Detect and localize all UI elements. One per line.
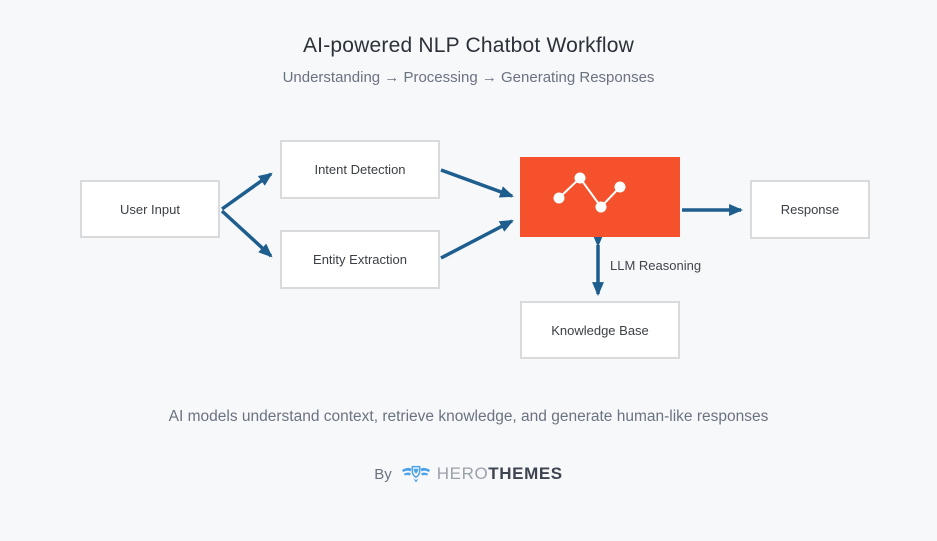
node-llm-processor [520,157,680,237]
herothemes-wordmark: HEROTHEMES [437,464,563,484]
node-intent-detection-label: Intent Detection [314,162,406,177]
edge-label-llm-reasoning: LLM Reasoning [610,258,702,273]
herothemes-wings-logo-icon [401,465,430,483]
page-subtitle: Understanding → Processing → Generating … [282,69,655,86]
node-entity-extraction-label: Entity Extraction [313,252,407,267]
page-title: AI-powered NLP Chatbot Workflow [302,34,635,57]
node-response: Response [750,180,870,239]
node-entity-extraction: Entity Extraction [280,230,440,289]
node-user-input-label: User Input [120,201,180,217]
caption-text: AI models understand context, retrieve k… [168,408,769,425]
footer-by-label: By [374,465,392,483]
node-response-label: Response [780,202,840,217]
node-user-input: User Input [80,180,220,238]
footer-attribution: By HEROTHEMES [0,462,937,486]
node-intent-detection: Intent Detection [280,140,440,199]
wordmark-hero: HERO [436,464,489,483]
wordmark-themes: THEMES [488,464,563,483]
trend-line-icon [553,172,626,213]
node-knowledge-base-label: Knowledge Base [551,322,649,338]
herothemes-brand: HEROTHEMES [401,462,563,486]
node-knowledge-base: Knowledge Base [520,301,680,359]
